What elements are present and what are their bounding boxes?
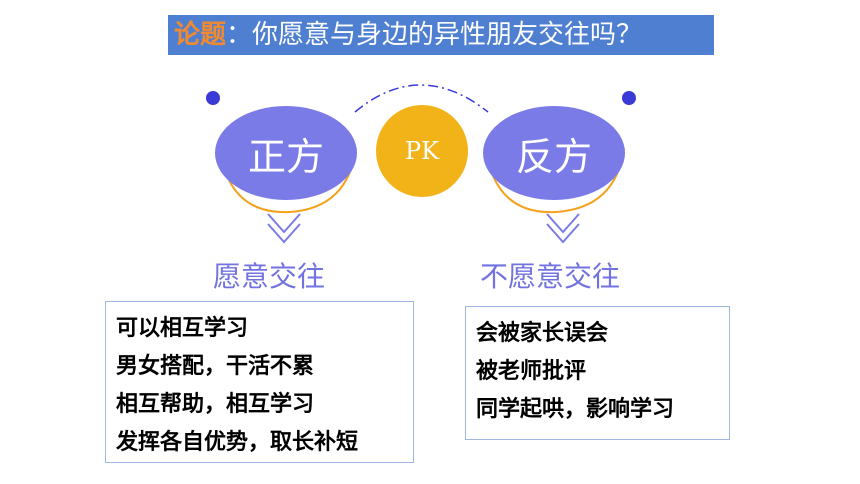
dashed-arc: [354, 84, 489, 113]
list-item: 会被家长误会: [476, 321, 609, 346]
affirmative-heading: 愿意交往: [213, 260, 326, 293]
pk-circle: PK: [376, 105, 468, 197]
right-dot: [622, 91, 636, 105]
list-item: 相互帮助，相互学习: [116, 392, 315, 417]
list-item: 被老师批评: [476, 359, 587, 384]
right-chevron-icon: [546, 213, 580, 244]
title-bar: 论题 ： 你愿意与身边的异性朋友交往吗？: [168, 15, 714, 55]
title-text: 你愿意与身边的异性朋友交往吗？: [252, 20, 643, 50]
title-separator: ：: [226, 20, 253, 50]
title-key: 论题: [174, 20, 227, 50]
right-orange-arc: [485, 147, 625, 214]
list-item: 男女搭配，干活不累: [116, 354, 315, 379]
left-chevron-icon: [267, 213, 301, 244]
list-item: 发挥各自优势，取长补短: [116, 430, 359, 455]
list-item: 可以相互学习: [116, 316, 249, 341]
left-dot: [206, 91, 220, 105]
affirmative-oval: 正方: [215, 106, 357, 200]
list-item: 同学起哄，影响学习: [476, 397, 675, 422]
negative-points-box: 会被家长误会 被老师批评 同学起哄，影响学习: [465, 306, 730, 440]
negative-heading: 不愿意交往: [480, 260, 621, 293]
affirmative-points-box: 可以相互学习 男女搭配，干活不累 相互帮助，相互学习 发挥各自优势，取长补短: [105, 301, 414, 463]
negative-oval: 反方: [483, 106, 625, 200]
